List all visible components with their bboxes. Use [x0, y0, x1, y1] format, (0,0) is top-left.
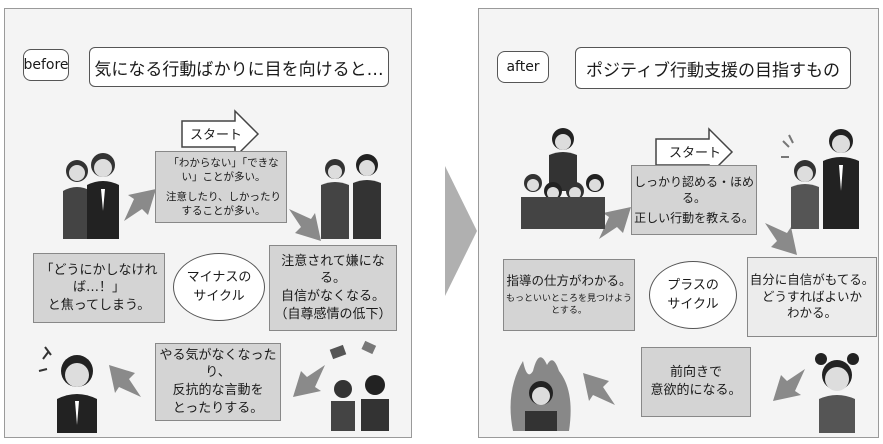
start-label: スタート	[669, 146, 722, 161]
center-cycle: プラスの サイクル	[649, 261, 737, 329]
center-line-1: プラスの	[667, 277, 719, 293]
before-title: 気になる行動ばかりに目を向けると…	[89, 47, 389, 87]
start-label: スタート	[190, 128, 243, 143]
box-right: 自分に自信がもてる。 どうすればよいか わかる。	[747, 257, 877, 337]
cycle-arrow-icon	[583, 373, 615, 405]
cycle-arrow-icon	[124, 189, 156, 221]
box-right: 注意されて嫌になる。 自信がなくなる。 （自尊感情の低下）	[269, 245, 397, 331]
cycle-arrow-icon	[109, 365, 141, 397]
box-right-line-3: （自尊感情の低下）	[274, 306, 392, 322]
cycle-arrow-icon	[293, 365, 325, 397]
before-tag: before	[23, 49, 69, 81]
box-bottom-line-2: 反抗的な言動を	[172, 383, 264, 398]
scolding-teachers-illustration	[63, 153, 119, 239]
box-right-line-3: わかる。	[786, 305, 837, 321]
box-bottom-line-1: やる気がなくなったり、	[159, 347, 277, 381]
box-top-line-2: 注意したり、しかったりすることが多い。	[165, 191, 282, 218]
rebellious-students-illustration	[329, 340, 389, 431]
center-line-2: サイクル	[667, 297, 719, 312]
box-top: 「わからない」「できない」ことが多い。 注意したり、しかったりすることが多い。	[155, 151, 287, 223]
box-bottom: 前向きで 意欲的になる。	[641, 347, 751, 417]
box-top-line-1: 「わからない」「できない」ことが多い。	[168, 156, 279, 183]
box-left-line-1: 「どうにかしなければ…！」	[40, 262, 158, 296]
box-left: 「どうにかしなければ…！」 と焦ってしまう。	[33, 253, 165, 323]
center-cycle: マイナスの サイクル	[173, 253, 265, 321]
teacher-with-students-illustration	[521, 128, 605, 229]
box-bottom: やる気がなくなったり、 反抗的な言動を とったりする。	[155, 343, 281, 421]
box-right-line-2: どうすればよいか	[761, 288, 862, 304]
cycle-arrow-icon	[773, 369, 805, 401]
box-left-line-2: もっといいところを見つけようとする。	[505, 293, 632, 316]
cycle-arrow-icon	[289, 209, 321, 241]
frustrated-teacher-illustration	[38, 346, 97, 433]
box-top-line-2: 正しい行動を教える。	[634, 211, 754, 226]
box-right-line-1: 自分に自信がもてる。	[749, 271, 875, 287]
box-right-line-2: 自信がなくなる。	[280, 289, 385, 304]
box-bottom-line-1: 前向きで	[669, 365, 722, 381]
box-left-line-2: と焦ってしまう。	[47, 297, 151, 313]
box-bottom-line-2: 意欲的になる。	[650, 383, 742, 398]
before-panel: before 気になる行動ばかりに目を向けると… スタート 「わからない」「でき…	[4, 8, 412, 438]
after-panel: after ポジティブ行動支援の目指すもの スタート しっかり認める・ほめる。 …	[478, 8, 879, 438]
center-line-2: サイクル	[193, 289, 245, 304]
box-top-line-1: しっかり認める・ほめる。	[633, 174, 754, 205]
box-left-line-1: 指導の仕方がわかる。	[506, 272, 632, 288]
box-right-line-1: 注意されて嫌になる。	[281, 253, 385, 287]
box-left: 指導の仕方がわかる。 もっといいところを見つけようとする。	[503, 259, 635, 331]
center-line-1: マイナスの	[186, 269, 252, 285]
after-title: ポジティブ行動支援の目指すもの	[575, 47, 851, 89]
box-top: しっかり認める・ほめる。 正しい行動を教える。	[631, 165, 757, 235]
cycle-arrow-icon	[599, 207, 631, 239]
start-arrow	[181, 109, 260, 159]
before-to-after-chevron	[445, 166, 477, 296]
after-tag: after	[497, 51, 549, 83]
discouraged-students-illustration	[321, 154, 381, 239]
box-bottom-line-3: とったりする。	[172, 400, 264, 416]
cycle-arrow-icon	[765, 223, 797, 255]
proud-student-illustration	[781, 129, 859, 229]
happy-girl-illustration	[815, 353, 859, 433]
motivated-student-illustration	[510, 357, 571, 431]
